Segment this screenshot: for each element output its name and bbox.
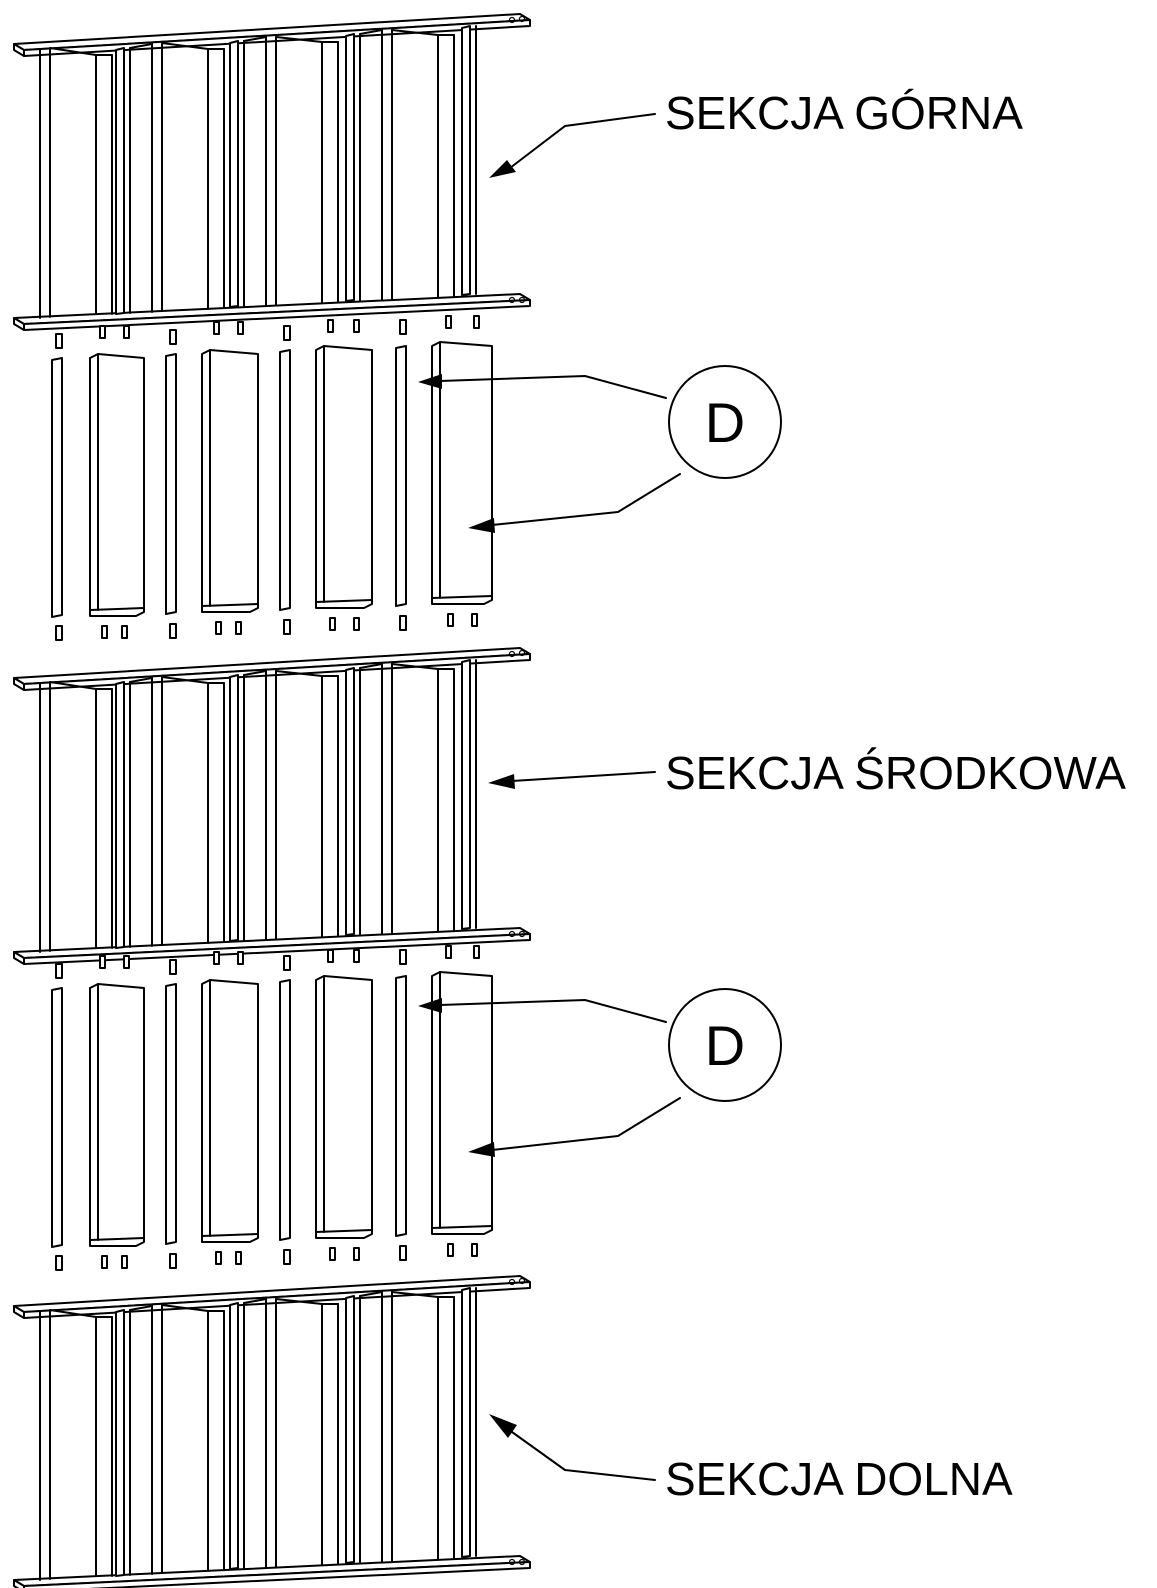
middle-section-leader (488, 771, 656, 789)
middle-section-frame (13, 647, 531, 965)
upper-section-label: SEKCJA GÓRNA (665, 87, 1023, 139)
lower-section-frame (13, 1275, 531, 1588)
upper-section-frame (13, 13, 531, 331)
upper-section-leader (489, 113, 656, 178)
lower-section-label: SEKCJA DOLNA (665, 1453, 1013, 1505)
detail-marker-d-lower-text: D (705, 1014, 745, 1077)
upper-blade-row (51, 315, 493, 641)
lower-section-leader (489, 1414, 656, 1481)
lower-blade-row (51, 945, 493, 1271)
detail-marker-d-lower: D (418, 988, 782, 1157)
middle-section-label: SEKCJA ŚRODKOWA (665, 747, 1126, 799)
detail-marker-d-upper-text: D (705, 391, 745, 454)
detail-marker-d-upper: D (418, 365, 782, 533)
